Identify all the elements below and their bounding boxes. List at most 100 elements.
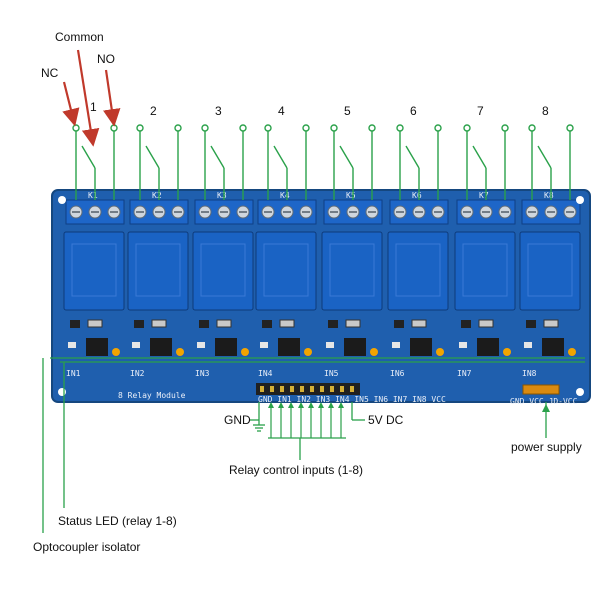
nc-terminal	[72, 124, 80, 132]
common-arrow	[76, 49, 100, 147]
smd-part	[68, 342, 76, 348]
status-led	[370, 348, 378, 356]
nc-label: NC	[41, 66, 59, 80]
relay-number: 1	[90, 100, 97, 114]
input-label: IN1	[66, 369, 81, 378]
gnd-label: GND	[224, 413, 251, 427]
transistor	[526, 320, 536, 328]
resistor	[543, 319, 559, 328]
switch-arm	[339, 145, 354, 169]
vdc-label: 5V DC	[368, 413, 404, 427]
control-input-arrow	[328, 402, 334, 408]
status-led	[304, 348, 312, 356]
relay-marking	[263, 243, 309, 297]
terminal-label: K6	[412, 191, 422, 200]
relay-body	[454, 231, 516, 311]
relay-number: 8	[542, 104, 549, 118]
control-input-arrow	[338, 402, 344, 408]
smd-part	[260, 342, 268, 348]
no-terminal	[174, 124, 182, 132]
smd-part	[392, 342, 400, 348]
terminal-label: K8	[544, 191, 554, 200]
relay-body	[255, 231, 317, 311]
power-arrow	[542, 404, 550, 412]
resistor	[216, 319, 232, 328]
transistor	[134, 320, 144, 328]
nc-terminal	[264, 124, 272, 132]
terminal-label: K4	[280, 191, 290, 200]
status-led	[176, 348, 184, 356]
relay-marking	[200, 243, 246, 297]
transistor	[70, 320, 80, 328]
resistor	[151, 319, 167, 328]
terminal-label: K2	[152, 191, 162, 200]
no-terminal	[239, 124, 247, 132]
optocoupler	[477, 338, 499, 356]
mount-hole	[576, 196, 584, 204]
header-pin	[340, 386, 344, 392]
no-arrow	[103, 69, 121, 127]
input-label: IN6	[390, 369, 405, 378]
header-pin	[270, 386, 274, 392]
switch-arm	[273, 145, 288, 169]
status-led-label: Status LED (relay 1-8)	[58, 514, 177, 528]
header-pin	[350, 386, 354, 392]
relay-number: 2	[150, 104, 157, 118]
relay-number: 6	[410, 104, 417, 118]
no-terminal	[368, 124, 376, 132]
resistor	[411, 319, 427, 328]
optocoupler	[150, 338, 172, 356]
relay-number: 3	[215, 104, 222, 118]
header-pin	[260, 386, 264, 392]
nc-terminal	[136, 124, 144, 132]
input-label: IN5	[324, 369, 339, 378]
transistor	[328, 320, 338, 328]
status-led	[241, 348, 249, 356]
nc-terminal	[201, 124, 209, 132]
optocoupler	[410, 338, 432, 356]
no-terminal	[501, 124, 509, 132]
nc-terminal	[463, 124, 471, 132]
control-input-arrow	[298, 402, 304, 408]
smd-part	[326, 342, 334, 348]
nc-terminal	[396, 124, 404, 132]
relay-marking	[527, 243, 573, 297]
header-pin	[330, 386, 334, 392]
resistor	[345, 319, 361, 328]
transistor	[199, 320, 209, 328]
no-terminal	[110, 124, 118, 132]
smd-part	[524, 342, 532, 348]
control-inputs-label: Relay control inputs (1-8)	[229, 463, 364, 477]
control-input-arrow	[278, 402, 284, 408]
mount-hole	[58, 196, 66, 204]
optocoupler	[344, 338, 366, 356]
power-jumper	[522, 384, 560, 395]
mount-hole	[576, 388, 584, 396]
no-terminal	[302, 124, 310, 132]
switch-arm	[210, 145, 225, 169]
status-led	[436, 348, 444, 356]
relay-number: 4	[278, 104, 285, 118]
input-label: IN2	[130, 369, 145, 378]
switch-arm	[537, 145, 552, 169]
input-label: IN7	[457, 369, 472, 378]
switch-arm	[81, 145, 96, 169]
header-pin	[310, 386, 314, 392]
terminal-label: K7	[479, 191, 489, 200]
no-terminal	[566, 124, 574, 132]
relay-marking	[71, 243, 117, 297]
smd-part	[132, 342, 140, 348]
smd-part	[197, 342, 205, 348]
input-label: IN8	[522, 369, 537, 378]
header-pin	[300, 386, 304, 392]
jumper-label: GND VCC JD-VCC	[510, 397, 578, 406]
header-pin	[290, 386, 294, 392]
relay-body	[519, 231, 581, 311]
relay-body	[321, 231, 383, 311]
status-led	[568, 348, 576, 356]
